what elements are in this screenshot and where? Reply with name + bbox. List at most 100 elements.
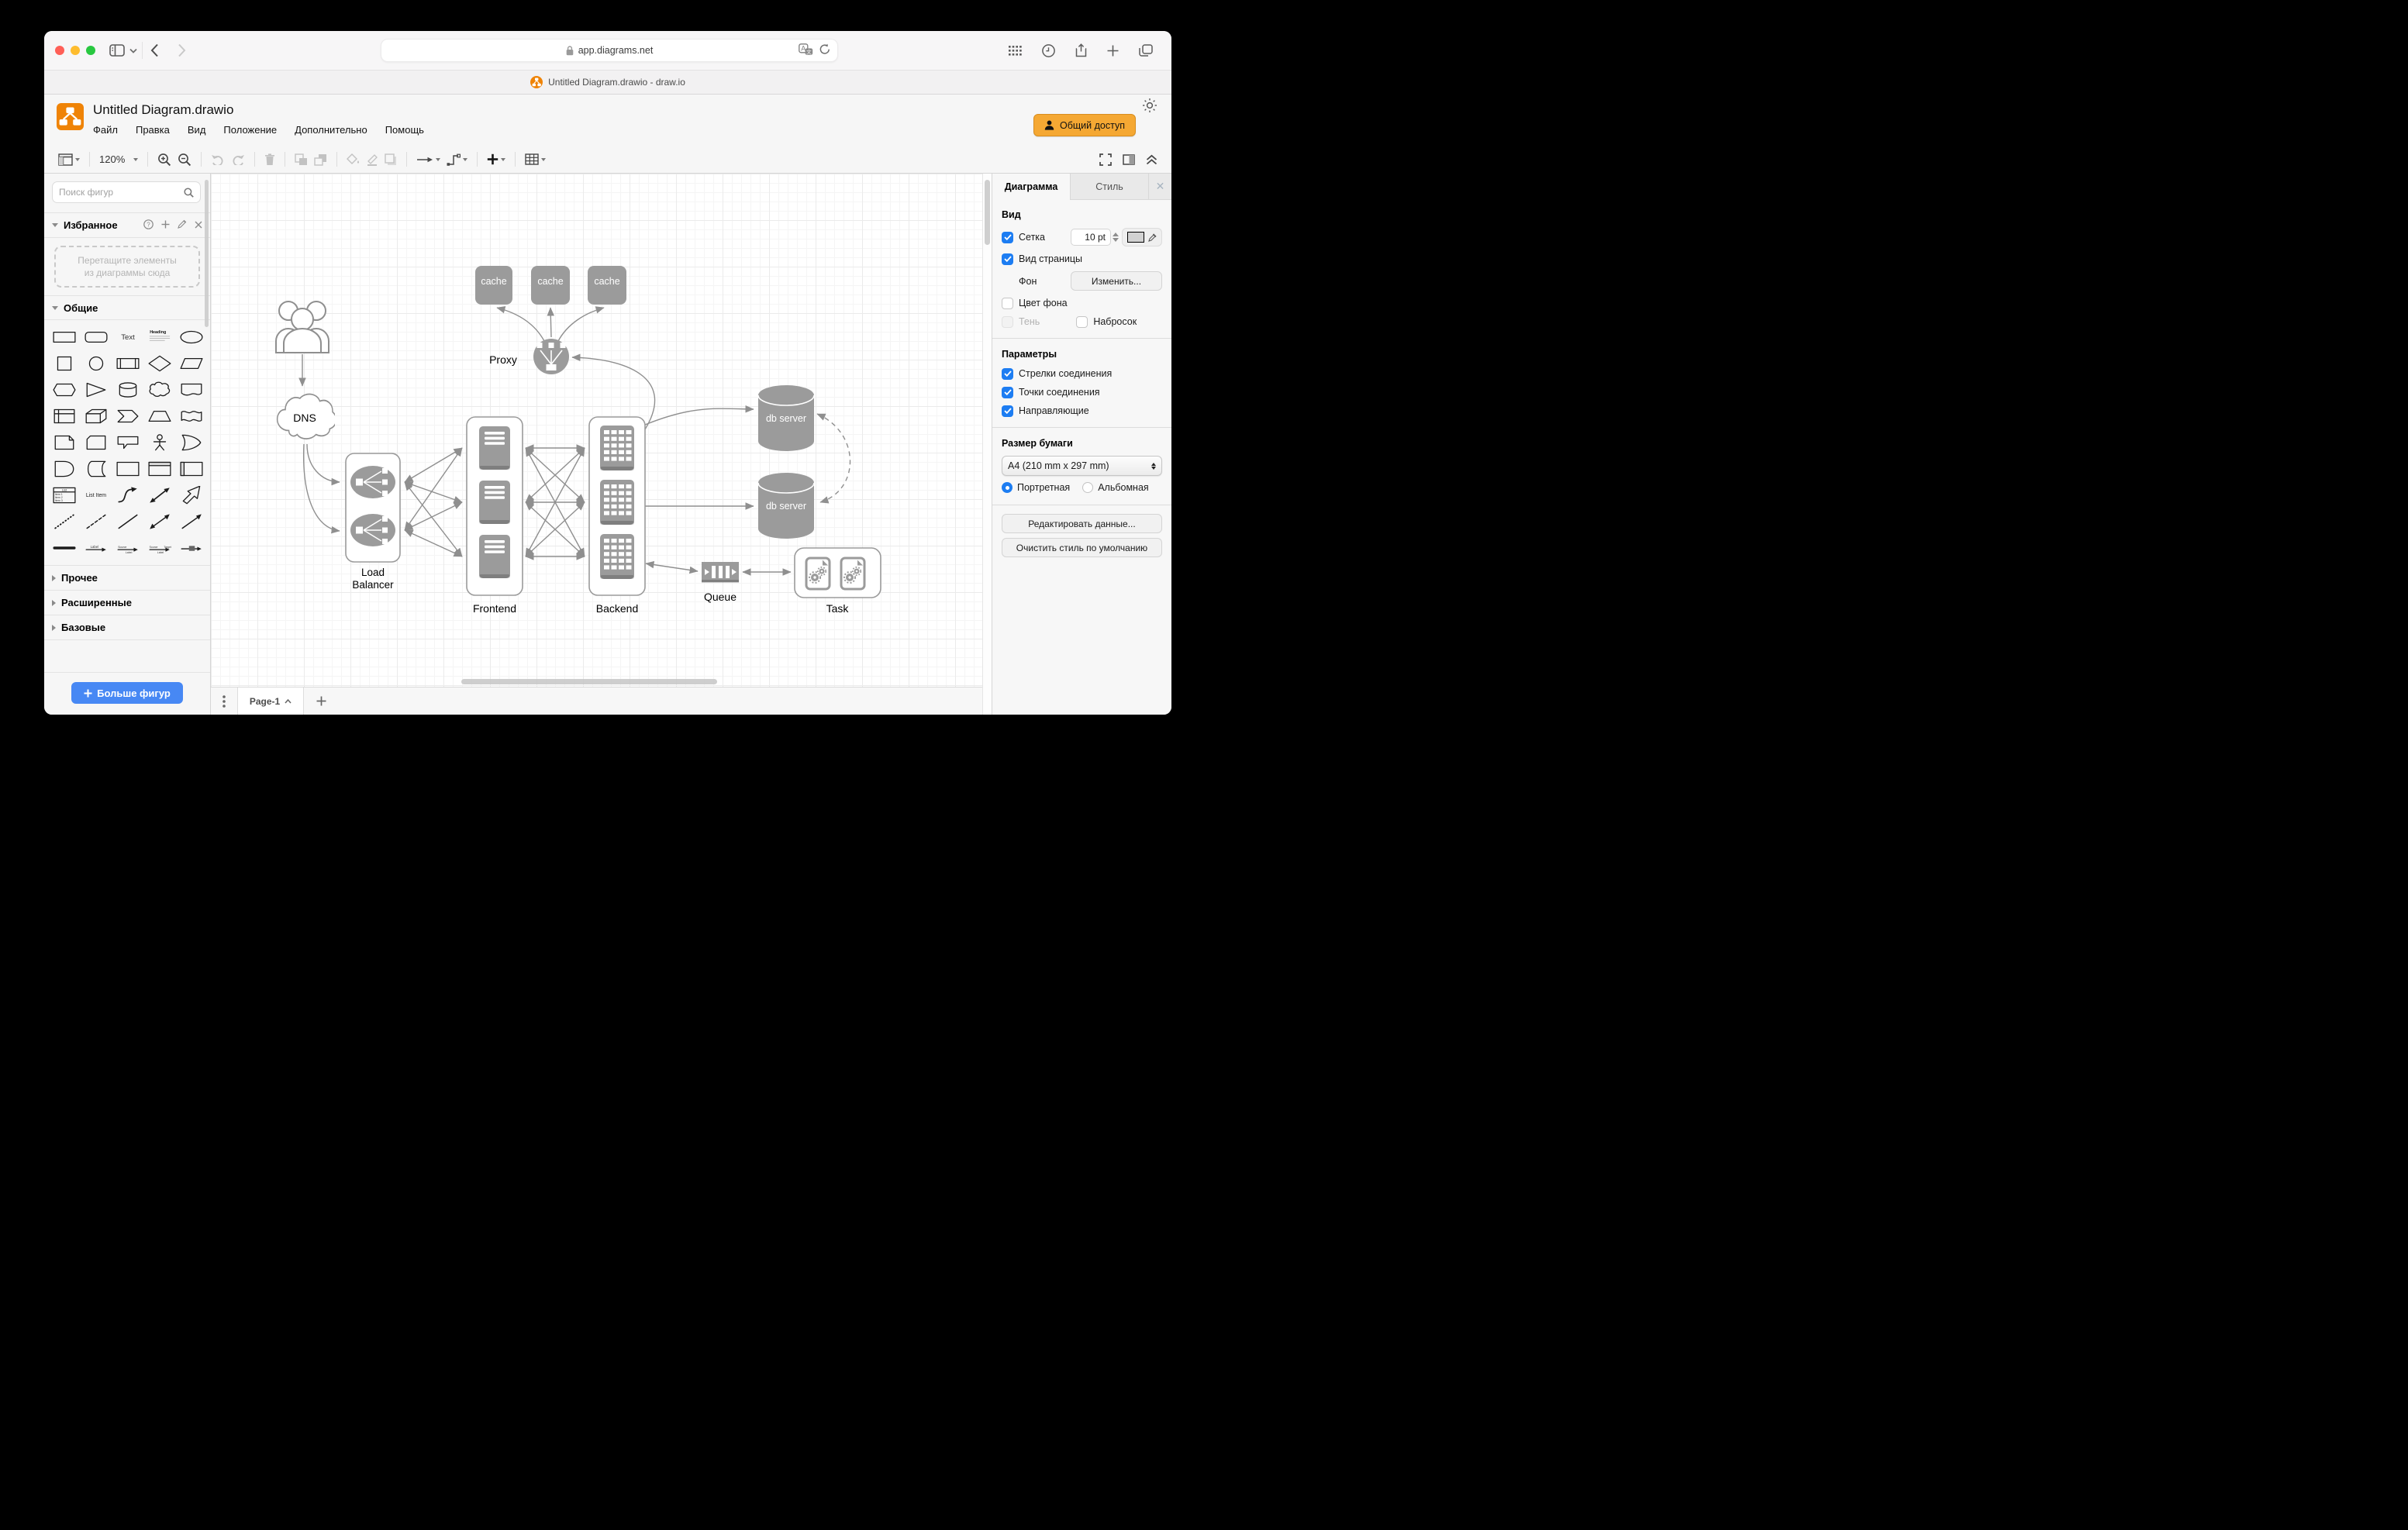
- page-tab[interactable]: Page-1: [237, 687, 304, 715]
- sidebar-scrollbar[interactable]: [205, 180, 209, 327]
- shape-arrow-thick[interactable]: [175, 482, 207, 508]
- tab-diagram[interactable]: Диаграмма: [992, 174, 1070, 200]
- page-view-checkbox[interactable]: [1002, 253, 1013, 265]
- table-icon[interactable]: [525, 153, 547, 165]
- shape-hexagon[interactable]: [49, 377, 81, 403]
- connection-arrows-checkbox[interactable]: [1002, 367, 1013, 380]
- waypoint-style-icon[interactable]: [447, 153, 468, 166]
- view-format-icon[interactable]: [58, 153, 80, 166]
- minimize-window-button[interactable]: [71, 46, 80, 55]
- document-title[interactable]: Untitled Diagram.drawio: [93, 102, 234, 117]
- connection-style-icon[interactable]: [416, 156, 441, 164]
- history-clock-icon[interactable]: [1042, 43, 1055, 57]
- grid-checkbox[interactable]: [1002, 231, 1013, 243]
- zoom-in-icon[interactable]: [157, 153, 171, 167]
- users-node[interactable]: [275, 301, 329, 353]
- shape-cloud[interactable]: [143, 377, 175, 403]
- shape-document[interactable]: [175, 377, 207, 403]
- cache-node[interactable]: cache: [588, 266, 626, 305]
- menu-help[interactable]: Помощь: [385, 124, 424, 136]
- tab-bar[interactable]: Untitled Diagram.drawio - draw.io: [44, 70, 1171, 95]
- shape-vertical-container[interactable]: [143, 456, 175, 482]
- bg-color-checkbox[interactable]: [1002, 297, 1013, 309]
- sidebar-section-general[interactable]: Общие: [44, 295, 210, 320]
- forward-button[interactable]: [178, 43, 186, 57]
- shape-internal-storage[interactable]: [49, 403, 81, 429]
- shape-container[interactable]: [112, 456, 144, 482]
- search-input[interactable]: [59, 187, 184, 198]
- shape-actor[interactable]: [143, 429, 175, 456]
- shape-bidirectional-arrow[interactable]: [143, 482, 175, 508]
- theme-toggle-icon[interactable]: [1142, 98, 1157, 117]
- chevron-down-icon[interactable]: [129, 48, 137, 53]
- shape-dashed-line[interactable]: [81, 508, 112, 535]
- shape-cube[interactable]: [81, 403, 112, 429]
- format-panel-toggle-icon[interactable]: [1123, 153, 1135, 165]
- menu-edit[interactable]: Правка: [135, 124, 170, 136]
- backend-node[interactable]: Backend: [588, 416, 646, 615]
- shape-square[interactable]: [49, 350, 81, 377]
- close-panel-icon[interactable]: ✕: [1148, 174, 1171, 200]
- fill-color-icon[interactable]: [347, 153, 360, 166]
- shape-step[interactable]: [112, 403, 144, 429]
- grid-size-stepper[interactable]: [1113, 233, 1119, 242]
- shape-search-box[interactable]: [52, 181, 201, 203]
- load-balancer-node[interactable]: Load Balancer: [345, 453, 401, 591]
- shape-note[interactable]: [49, 429, 81, 456]
- proxy-node[interactable]: Proxy: [489, 339, 569, 374]
- shape-arrow-label[interactable]: Label: [81, 535, 112, 561]
- cache-node[interactable]: cache: [475, 266, 512, 305]
- change-background-button[interactable]: Изменить...: [1071, 271, 1162, 291]
- shape-triangle[interactable]: [81, 377, 112, 403]
- shape-divider-line[interactable]: [49, 535, 81, 561]
- shape-trapezoid[interactable]: [143, 403, 175, 429]
- shape-horizontal-container[interactable]: [175, 456, 207, 482]
- undo-icon[interactable]: [211, 154, 225, 165]
- menu-extras[interactable]: Дополнительно: [295, 124, 367, 136]
- connection-points-checkbox[interactable]: [1002, 386, 1013, 398]
- shape-card[interactable]: [81, 429, 112, 456]
- shape-diamond[interactable]: [143, 350, 175, 377]
- shape-text[interactable]: Text: [112, 324, 144, 350]
- portrait-radio[interactable]: [1002, 482, 1013, 493]
- fullscreen-icon[interactable]: [1099, 153, 1112, 166]
- shape-cylinder[interactable]: [112, 377, 144, 403]
- to-back-icon[interactable]: [314, 153, 327, 166]
- shadow-checkbox[interactable]: [1002, 315, 1013, 328]
- zoom-level[interactable]: 120%: [99, 153, 126, 165]
- shape-curve[interactable]: [112, 482, 144, 508]
- canvas-vertical-scrollbar[interactable]: [982, 174, 992, 715]
- diagram-canvas[interactable]: DNS: [211, 174, 982, 687]
- frontend-node[interactable]: Frontend: [466, 416, 523, 615]
- favorites-drop-zone[interactable]: Перетащите элементы из диаграммы сюда: [54, 246, 200, 288]
- shape-rounded-rectangle[interactable]: [81, 324, 112, 350]
- cache-node[interactable]: cache: [531, 266, 570, 305]
- shape-line[interactable]: [112, 508, 144, 535]
- clear-default-style-button[interactable]: Очистить стиль по умолчанию: [1002, 538, 1162, 557]
- db-server-node[interactable]: db server: [757, 385, 815, 451]
- shape-ellipse[interactable]: [175, 324, 207, 350]
- pages-menu-icon[interactable]: [211, 687, 237, 715]
- redo-icon[interactable]: [231, 154, 245, 165]
- menu-arrange[interactable]: Положение: [223, 124, 278, 136]
- menu-file[interactable]: Файл: [93, 124, 118, 136]
- sidebar-toggle-icon[interactable]: [109, 44, 125, 57]
- paper-size-select[interactable]: A4 (210 mm x 297 mm): [1002, 456, 1162, 476]
- portrait-radio-option[interactable]: Портретная: [1002, 482, 1070, 493]
- queue-node[interactable]: Queue: [702, 562, 739, 603]
- landscape-radio-option[interactable]: Альбомная: [1082, 482, 1149, 493]
- sketch-checkbox[interactable]: [1076, 315, 1088, 328]
- back-button[interactable]: [150, 43, 159, 57]
- landscape-radio[interactable]: [1082, 482, 1094, 493]
- edit-pencil-icon[interactable]: [178, 219, 187, 231]
- to-front-icon[interactable]: [295, 153, 308, 166]
- close-window-button[interactable]: [55, 46, 64, 55]
- shape-arrow-box[interactable]: [175, 535, 207, 561]
- shape-or[interactable]: [175, 429, 207, 456]
- shape-dotted-line[interactable]: [49, 508, 81, 535]
- edit-data-button[interactable]: Редактировать данные...: [1002, 514, 1162, 533]
- shape-callout[interactable]: [112, 429, 144, 456]
